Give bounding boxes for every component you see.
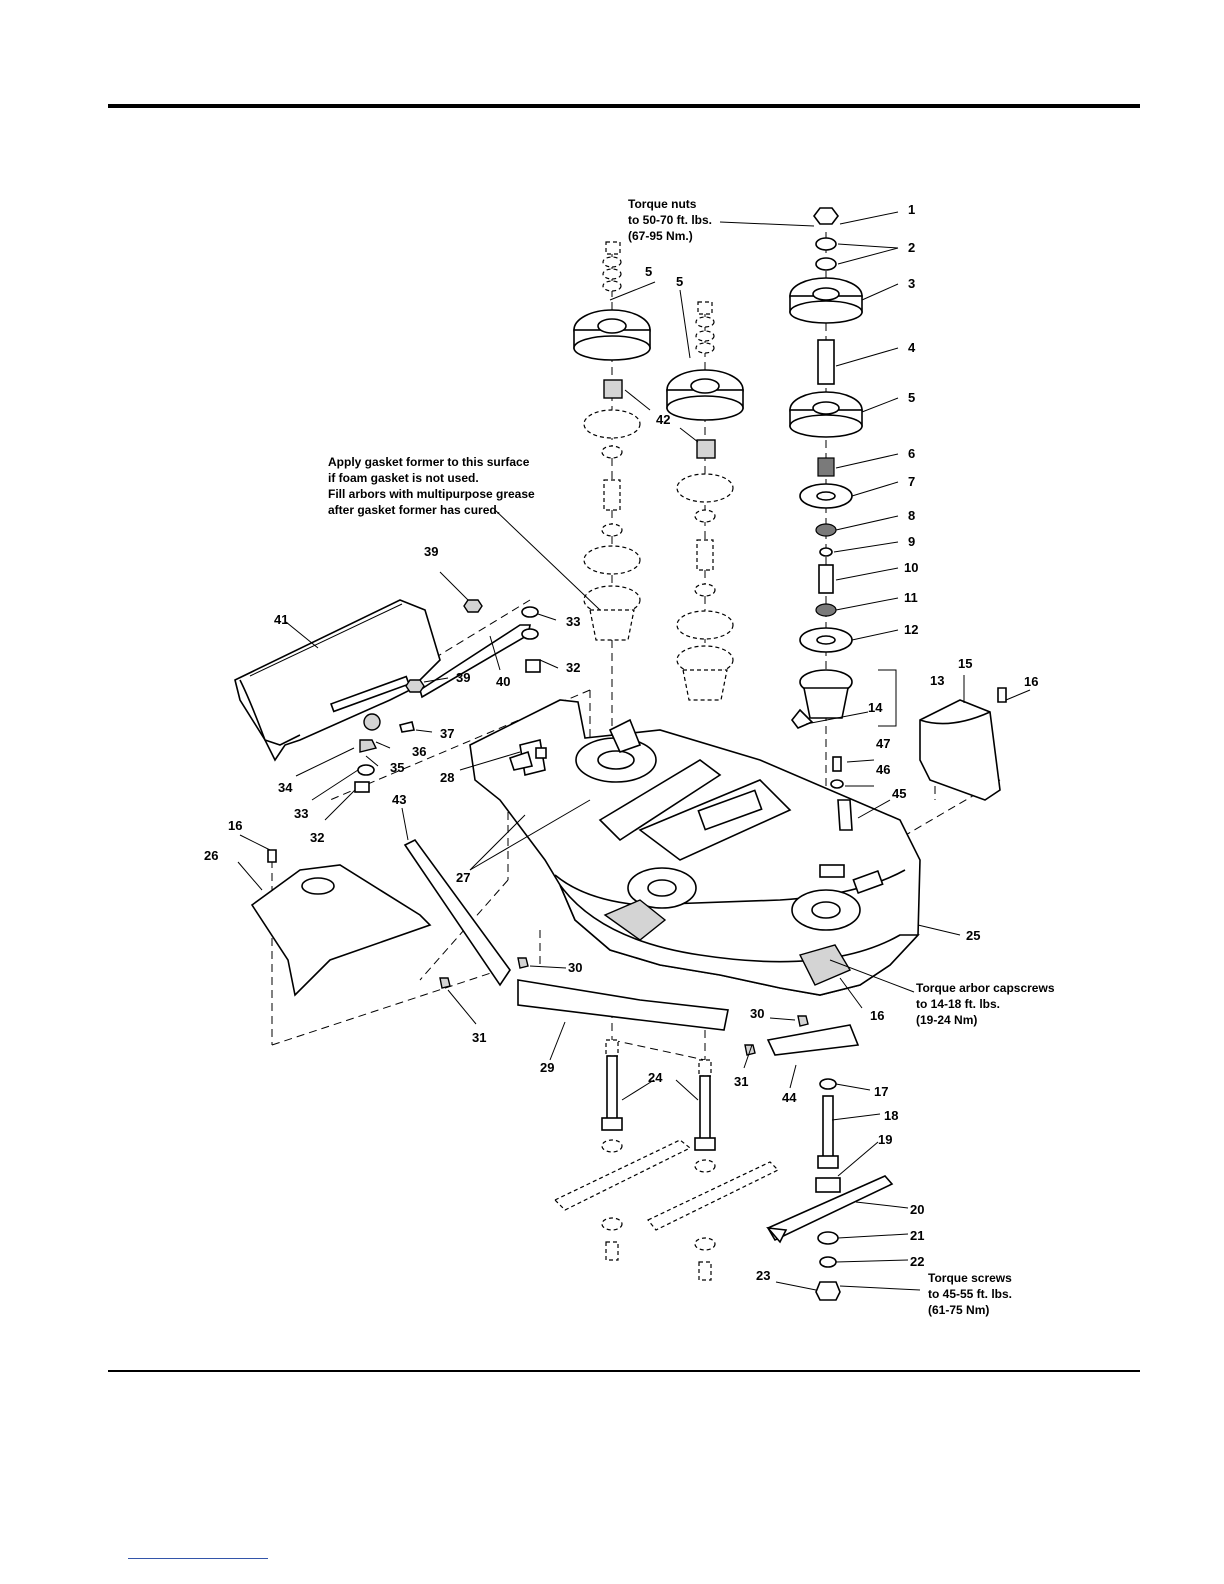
- callout-40: 40: [496, 674, 510, 689]
- callout-1: 1: [908, 202, 915, 217]
- callout-11: 11: [904, 590, 918, 605]
- callout-21: 21: [910, 1228, 924, 1243]
- footer-link-underline: [128, 1558, 268, 1559]
- callout-32: 32: [310, 830, 324, 845]
- callout-35: 35: [390, 760, 404, 775]
- leader-lines: [237, 211, 1031, 1291]
- left-spindle-cover: [250, 849, 432, 997]
- callout-39: 39: [424, 544, 438, 559]
- callout-8: 8: [908, 508, 915, 523]
- callout-9: 9: [908, 534, 915, 549]
- svg-text:Fill arbors with multipurpose: Fill arbors with multipurpose grease: [328, 487, 535, 501]
- callout-41: 41: [274, 612, 288, 627]
- gasket-note: Apply gasket former to this surface if f…: [328, 455, 535, 517]
- callout-4: 4: [908, 340, 916, 355]
- torque-nuts-note: Torque nuts to 50-70 ft. lbs. (67-95 Nm.…: [628, 197, 712, 243]
- callout-36: 36: [412, 744, 426, 759]
- svg-text:to 45-55 ft. lbs.: to 45-55 ft. lbs.: [928, 1287, 1012, 1301]
- callout-22: 22: [910, 1254, 924, 1269]
- callout-13: 13: [930, 673, 944, 688]
- callout-20: 20: [910, 1202, 924, 1217]
- left-spindle-stack: [573, 241, 651, 641]
- callout-31: 31: [472, 1030, 486, 1045]
- svg-text:Torque arbor capscrews: Torque arbor capscrews: [916, 981, 1055, 995]
- callout-12: 12: [904, 622, 918, 637]
- callout-30: 30: [750, 1006, 764, 1021]
- callout-16: 16: [228, 818, 242, 833]
- middle-spindle-stack: [666, 301, 744, 701]
- baffles-and-rails: [403, 838, 860, 1056]
- callout-45: 45: [892, 786, 906, 801]
- callout-7: 7: [908, 474, 915, 489]
- svg-text:(19-24 Nm): (19-24 Nm): [916, 1013, 977, 1027]
- svg-text:Apply gasket former to this su: Apply gasket former to this surface: [328, 455, 530, 469]
- callout-23: 23: [756, 1268, 770, 1283]
- callout-25: 25: [966, 928, 980, 943]
- torque-screws-note: Torque screws to 45-55 ft. lbs. (61-75 N…: [928, 1271, 1012, 1317]
- callout-14: 14: [868, 700, 883, 715]
- svg-text:(67-95 Nm.): (67-95 Nm.): [628, 229, 693, 243]
- callout-42: 42: [656, 412, 670, 427]
- callout-5: 5: [908, 390, 915, 405]
- callout-34: 34: [278, 780, 293, 795]
- callout-29: 29: [540, 1060, 554, 1075]
- callout-3: 3: [908, 276, 915, 291]
- callout-10: 10: [904, 560, 918, 575]
- callout-28: 28: [440, 770, 454, 785]
- torque-arbor-note: Torque arbor capscrews to 14-18 ft. lbs.…: [916, 981, 1055, 1027]
- callout-33: 33: [294, 806, 308, 821]
- svg-text:(61-75 Nm): (61-75 Nm): [928, 1303, 989, 1317]
- callout-27: 27: [456, 870, 470, 885]
- svg-text:to 50-70 ft. lbs.: to 50-70 ft. lbs.: [628, 213, 712, 227]
- callout-17: 17: [874, 1084, 888, 1099]
- header-rule: [108, 104, 1140, 108]
- callout-5: 5: [645, 264, 652, 279]
- svg-text:Torque nuts: Torque nuts: [628, 197, 697, 211]
- callout-26: 26: [204, 848, 218, 863]
- callout-47: 47: [876, 736, 890, 751]
- callout-5: 5: [676, 274, 683, 289]
- right-spindle-cover: [919, 687, 1007, 801]
- svg-text:if foam gasket is not used.: if foam gasket is not used.: [328, 471, 479, 485]
- callout-39: 39: [456, 670, 470, 685]
- callout-15: 15: [958, 656, 972, 671]
- chute-hardware: [354, 599, 547, 793]
- callout-37: 37: [440, 726, 454, 741]
- discharge-chute: [234, 599, 441, 762]
- callout-16: 16: [870, 1008, 884, 1023]
- right-spindle-stack: [789, 207, 897, 729]
- callout-32: 32: [566, 660, 580, 675]
- deck-housing: [469, 699, 921, 996]
- svg-text:after gasket former has cured.: after gasket former has cured.: [328, 503, 500, 517]
- svg-text:to 14-18 ft. lbs.: to 14-18 ft. lbs.: [916, 997, 1000, 1011]
- callout-44: 44: [782, 1090, 797, 1105]
- callout-numbers: 1 2 3 4 5 5 5 6 7 8 9 10 11 12 13 14 15 …: [204, 202, 1038, 1283]
- callout-2: 2: [908, 240, 915, 255]
- callout-6: 6: [908, 446, 915, 461]
- bracket-hardware: [830, 756, 853, 831]
- callout-24: 24: [648, 1070, 663, 1085]
- lower-arbor-shafts: [553, 1039, 780, 1281]
- callout-46: 46: [876, 762, 890, 777]
- callout-43: 43: [392, 792, 406, 807]
- callout-18: 18: [884, 1108, 898, 1123]
- footer-rule: [108, 1370, 1140, 1372]
- svg-text:Torque screws: Torque screws: [928, 1271, 1012, 1285]
- callout-16: 16: [1024, 674, 1038, 689]
- right-lower-arbor: [766, 1078, 894, 1301]
- callout-19: 19: [878, 1132, 892, 1147]
- callout-30: 30: [568, 960, 582, 975]
- callout-31: 31: [734, 1074, 748, 1089]
- callout-33: 33: [566, 614, 580, 629]
